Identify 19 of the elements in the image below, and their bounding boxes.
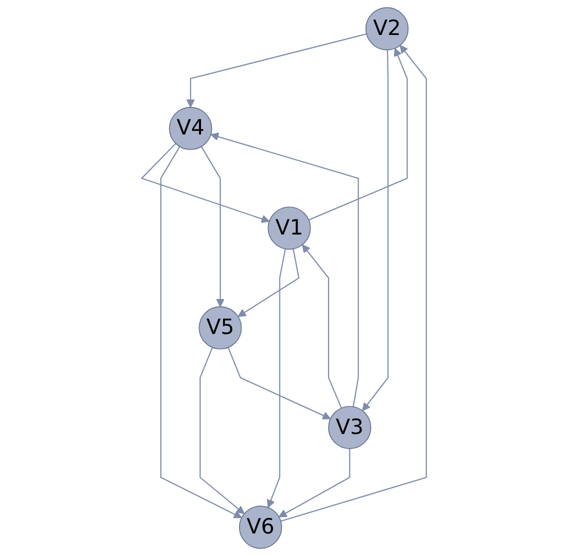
arrow [308,48,408,220]
node-circle: V4 [168,106,212,150]
arrow [140,143,270,223]
arrow [238,248,300,317]
arrow [278,448,350,518]
arrow [186,33,367,108]
arrow [280,44,427,522]
node-circle: V2 [365,7,409,50]
node-circle: V5 [198,306,242,350]
arrow [210,132,359,407]
arrow [200,347,245,514]
arrow [228,347,331,420]
arrow [200,146,224,308]
arrow [362,50,389,412]
node-circle: V1 [268,206,311,250]
arrow [266,248,286,508]
node-circle: V6 [238,506,282,549]
node-circle: V3 [328,406,372,450]
arrow [302,244,342,408]
